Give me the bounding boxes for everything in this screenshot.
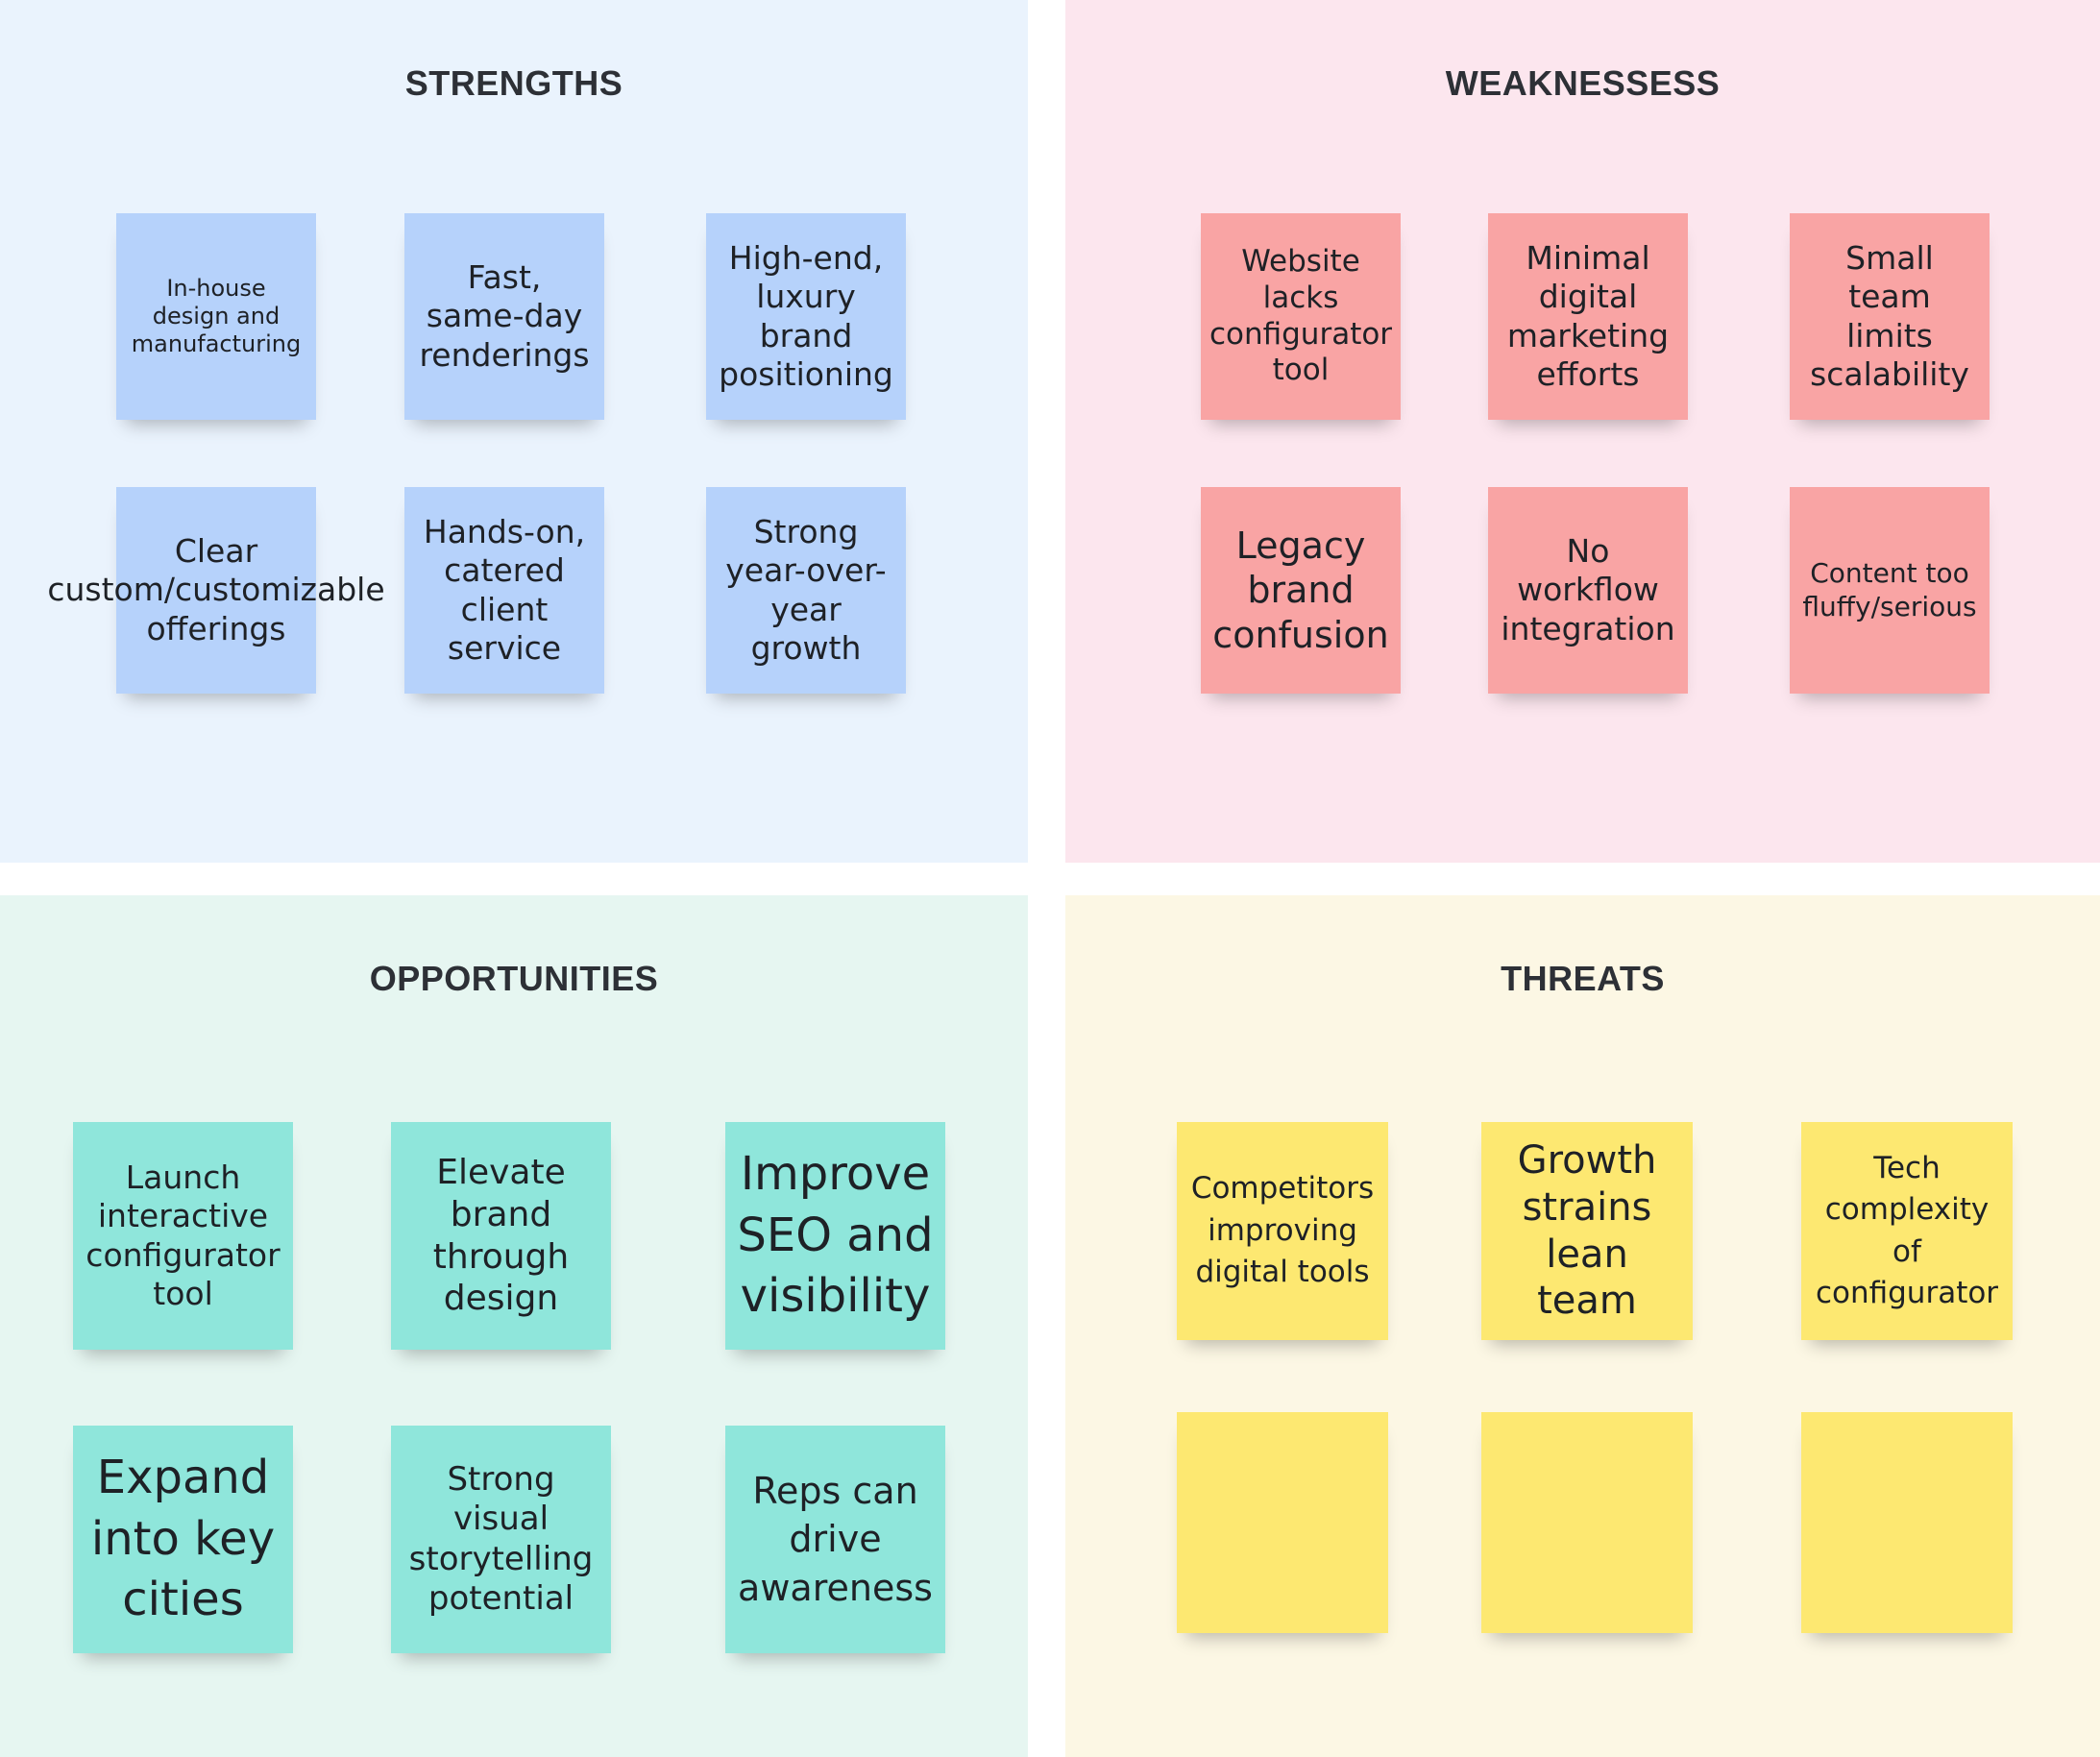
- note-text: High-end, luxury brand positioning: [719, 239, 893, 393]
- note-text: Legacy brand confusion: [1212, 524, 1389, 656]
- sticky-note[interactable]: Clear custom/customizable offerings: [47, 487, 385, 694]
- note-text: Minimal digital marketing efforts: [1506, 239, 1670, 393]
- note-text: Website lacks configurator tool: [1209, 243, 1393, 388]
- strengths-quadrant: STRENGTHS In-house design and manufactur…: [0, 0, 1028, 863]
- sticky-note[interactable]: Minimal digital marketing efforts: [1488, 213, 1688, 420]
- note-text: Strong year-over-year growth: [725, 513, 887, 667]
- sticky-note[interactable]: Elevate brand through design: [391, 1122, 611, 1350]
- note-text: Content too fluffy/serious: [1802, 557, 1977, 622]
- note-text: Competitors improving digital tools: [1190, 1171, 1375, 1290]
- sticky-note[interactable]: Small team limits scalability: [1790, 213, 1990, 420]
- sticky-note[interactable]: Strong visual storytelling potential: [391, 1426, 611, 1653]
- note-text: Elevate brand through design: [432, 1152, 570, 1319]
- note-text: No workflow integration: [1501, 532, 1675, 647]
- sticky-note[interactable]: Competitors improving digital tools: [1177, 1122, 1388, 1340]
- sticky-note[interactable]: Hands-on, catered client service: [404, 487, 604, 694]
- sticky-note[interactable]: High-end, luxury brand positioning: [706, 213, 906, 420]
- strengths-title: STRENGTHS: [404, 63, 623, 103]
- opportunities-quadrant: OPPORTUNITIES Launch interactive configu…: [0, 895, 1028, 1757]
- weaknesses-quadrant: WEAKNESSESS Website lacks configurator t…: [1065, 0, 2100, 863]
- sticky-note[interactable]: Tech complexity of configurator: [1801, 1122, 2013, 1340]
- note-text: Small team limits scalability: [1810, 239, 1969, 393]
- note-text: Launch interactive configurator tool: [85, 1159, 281, 1312]
- note-text: Tech complexity of configurator: [1815, 1150, 1999, 1310]
- note-text: Hands-on, catered client service: [423, 513, 586, 667]
- sticky-note[interactable]: Strong year-over-year growth: [706, 487, 906, 694]
- note-text: Clear custom/customizable offerings: [47, 532, 385, 647]
- sticky-note[interactable]: Growth strains lean team: [1481, 1122, 1693, 1340]
- note-text: Fast, same-day renderings: [419, 258, 590, 374]
- sticky-note[interactable]: In-house design and manufacturing: [116, 213, 316, 420]
- note-text: Improve SEO and visibility: [737, 1147, 934, 1324]
- note-text: Growth strains lean team: [1517, 1137, 1657, 1324]
- note-text: Reps can drive awareness: [738, 1470, 933, 1609]
- sticky-note[interactable]: Website lacks configurator tool: [1201, 213, 1401, 420]
- note-text: Strong visual storytelling potential: [408, 1459, 594, 1618]
- threats-quadrant: THREATS Competitors improving digital to…: [1065, 895, 2100, 1757]
- threats-title: THREATS: [1501, 959, 1665, 998]
- sticky-note[interactable]: Reps can drive awareness: [725, 1426, 945, 1653]
- sticky-note[interactable]: Fast, same-day renderings: [404, 213, 604, 420]
- opportunities-title: OPPORTUNITIES: [369, 959, 659, 998]
- sticky-note[interactable]: Expand into key cities: [73, 1426, 293, 1653]
- sticky-note[interactable]: [1481, 1412, 1693, 1633]
- sticky-note[interactable]: Improve SEO and visibility: [725, 1122, 945, 1350]
- sticky-note[interactable]: [1801, 1412, 2013, 1633]
- sticky-note[interactable]: Launch interactive configurator tool: [73, 1122, 293, 1350]
- sticky-note[interactable]: No workflow integration: [1488, 487, 1688, 694]
- weaknesses-title: WEAKNESSESS: [1445, 63, 1721, 103]
- sticky-note[interactable]: [1177, 1412, 1388, 1633]
- sticky-note[interactable]: Legacy brand confusion: [1201, 487, 1401, 694]
- sticky-note[interactable]: Content too fluffy/serious: [1790, 487, 1990, 694]
- note-text: In-house design and manufacturing: [131, 274, 302, 358]
- note-text: Expand into key cities: [90, 1451, 276, 1627]
